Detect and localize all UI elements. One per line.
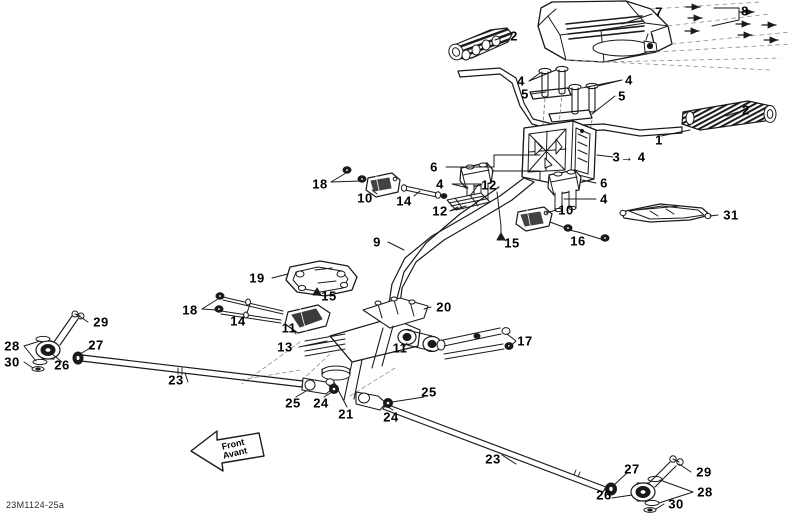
- steering-mount-block-right-part6: [547, 169, 582, 213]
- callout-5: 5: [521, 86, 529, 102]
- tie-rod-right-ball-part26: [630, 482, 656, 502]
- spindle-arm-part21: [321, 365, 351, 386]
- tie-rod-right-end-part24: [355, 391, 393, 411]
- handlebar-clamp-left-part5: [529, 87, 572, 100]
- callout-16: 16: [570, 233, 586, 249]
- callout-5: 5: [618, 88, 626, 104]
- tie-rod-left-jam-nut-part27: [72, 351, 84, 365]
- callout-4: 4: [625, 72, 633, 88]
- callout-15: 15: [321, 288, 337, 304]
- callout-28: 28: [4, 338, 20, 354]
- callout-29: 29: [93, 314, 109, 330]
- callout-2: 2: [510, 28, 518, 44]
- callout-27: 27: [624, 461, 640, 477]
- callout-2: 2: [742, 102, 750, 118]
- callout-4: 4: [436, 176, 444, 192]
- callout-9: 9: [373, 234, 381, 250]
- callout-30: 30: [4, 354, 20, 370]
- callout-26: 26: [54, 357, 70, 373]
- callout-13: 13: [277, 339, 293, 355]
- console-cover-part7: [537, 0, 673, 63]
- callout-26: 26: [596, 487, 612, 503]
- callout-15: 15: [504, 235, 520, 251]
- handlebar-grip-left-part2: [448, 27, 513, 61]
- callout-31: 31: [723, 207, 739, 223]
- steering-head-bracket-part3: [521, 120, 597, 187]
- callout-14: 14: [396, 193, 412, 209]
- handlebar-bar-part1: [457, 67, 683, 137]
- ball-joint-part11-right: [397, 328, 446, 353]
- fasteners-part16-right: [563, 224, 610, 242]
- diagram-footer-code: 23M1124-25a: [6, 500, 65, 510]
- switch-housing-right-part10: [515, 206, 553, 232]
- fasteners-part18-left: [342, 166, 367, 183]
- callout-25: 25: [421, 384, 437, 400]
- callout-18: 18: [312, 176, 328, 192]
- tie-rod-right-washers-part28-30: [643, 475, 663, 513]
- callout-11: 11: [392, 340, 408, 356]
- tie-rod-left-washers-part28-30: [31, 335, 51, 372]
- callout-17: 17: [517, 333, 533, 349]
- link-rod-part14-upper: [400, 184, 448, 199]
- callout-28: 28: [697, 484, 713, 500]
- handlebar-clamp-right-part5: [548, 109, 593, 123]
- switch-housing-left-part10: [365, 172, 401, 198]
- lower-housing-part11-left: [284, 304, 331, 334]
- callout-24: 24: [383, 409, 399, 425]
- link-rod-part14-lower: [220, 296, 284, 324]
- callout-18: 18: [182, 302, 198, 318]
- clamp-bolts-part4: [538, 65, 599, 115]
- callout-10: 10: [558, 202, 574, 218]
- tie-rod-right-jam-nut-part27: [605, 482, 617, 496]
- callout-11: 11: [281, 320, 297, 336]
- callout-6: 6: [430, 159, 438, 175]
- callout-6: 6: [600, 175, 608, 191]
- steering-column-lower-legs: [343, 325, 394, 401]
- steering-column-part9: [387, 177, 535, 314]
- callout-29: 29: [696, 464, 712, 480]
- callout-27: 27: [88, 337, 104, 353]
- steering-bracket-part20: [362, 296, 429, 329]
- callout-7: 7: [655, 4, 663, 20]
- adjuster-rod-part17: [442, 327, 514, 360]
- assembly-arrow-marks: [684, 3, 779, 44]
- tie-rod-right-part23: [382, 403, 607, 493]
- callout-10: 10: [357, 190, 373, 206]
- assembly-guide-lines: [565, 1, 793, 71]
- callout-23: 23: [168, 372, 184, 388]
- callout-20: 20: [436, 299, 452, 315]
- front-direction-arrow: [190, 430, 265, 472]
- steering-support-plate-part19: [285, 260, 358, 297]
- callout-12: 12: [432, 203, 448, 219]
- callout-25: 25: [285, 395, 301, 411]
- callout-1: 1: [655, 132, 663, 148]
- tie-rod-left-part23: [80, 354, 304, 388]
- callout-30: 30: [668, 496, 684, 512]
- tie-rod-left-ball-part26: [35, 340, 61, 360]
- callout-8: 8: [741, 3, 749, 19]
- support-brace-part31: [619, 203, 712, 223]
- callout-21: 21: [338, 406, 354, 422]
- callout-4: 4: [517, 73, 525, 89]
- callout-19: 19: [249, 270, 265, 286]
- callout-3-4: 3→ 4: [612, 149, 646, 165]
- callout-24: 24: [313, 395, 329, 411]
- callout-14: 14: [230, 313, 246, 329]
- callout-12: 12: [481, 177, 497, 193]
- callout-23: 23: [485, 451, 501, 467]
- callout-4: 4: [600, 191, 608, 207]
- steering-arm-link-part29-left: [53, 310, 85, 346]
- fasteners-part18-lower: [214, 292, 225, 313]
- alignment-marker-15-upper: [496, 225, 506, 241]
- alignment-marker-15-lower: [312, 287, 322, 296]
